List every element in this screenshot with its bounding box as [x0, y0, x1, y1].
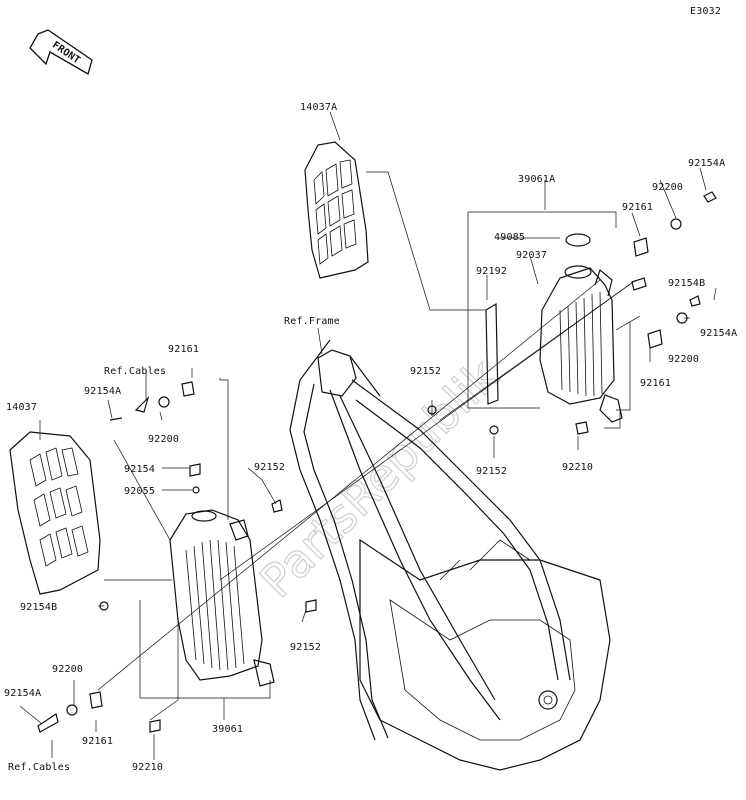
label-92154B-right: 92154B — [668, 278, 705, 289]
label-92152-c2: 92152 — [476, 466, 507, 477]
label-92161-right: 92161 — [640, 378, 671, 389]
left-radiator-39061 — [169, 509, 275, 687]
label-92152-c1: 92152 — [410, 366, 441, 377]
label-14037: 14037 — [6, 402, 37, 413]
label-92200-left: 92200 — [148, 434, 179, 445]
label-49085: 49085 — [494, 232, 525, 243]
label-39061A: 39061A — [518, 174, 555, 185]
part-labels: 14037A 39061A 49085 92037 92192 92200 92… — [4, 102, 737, 773]
label-92154A-bot: 92154A — [4, 688, 41, 699]
label-92154A-top: 92154A — [688, 158, 725, 169]
label-92210-bot: 92210 — [132, 762, 163, 773]
label-ref-frame: Ref.Frame — [284, 316, 340, 327]
leader-lines — [19, 111, 717, 760]
right-hose-92192 — [485, 302, 499, 405]
right-radiator-39061A — [539, 233, 623, 423]
label-ref-cables-bot: Ref.Cables — [8, 762, 70, 773]
label-14037A: 14037A — [300, 102, 337, 113]
label-92200-top: 92200 — [652, 182, 683, 193]
label-92161-left: 92161 — [168, 344, 199, 355]
label-92210-right: 92210 — [562, 462, 593, 473]
label-92192: 92192 — [476, 266, 507, 277]
label-39061: 39061 — [212, 724, 243, 735]
label-92161-top: 92161 — [622, 202, 653, 213]
front-arrow-icon: FRONT — [29, 29, 93, 75]
diagram-code: E3032 — [690, 6, 721, 17]
left-shroud-14037 — [9, 431, 101, 595]
label-92154B-left: 92154B — [20, 602, 57, 613]
label-ref-cables-top: Ref.Cables — [104, 366, 166, 377]
frame-reference — [289, 339, 611, 771]
label-92154A-right: 92154A — [700, 328, 737, 339]
label-92154: 92154 — [124, 464, 155, 475]
right-shroud-14037A — [304, 141, 369, 279]
label-92055: 92055 — [124, 486, 155, 497]
label-92161-bot: 92161 — [82, 736, 113, 747]
label-92154A-left: 92154A — [84, 386, 121, 397]
label-92200-bot: 92200 — [52, 664, 83, 675]
label-92037: 92037 — [516, 250, 547, 261]
hardware-parts — [37, 191, 717, 733]
label-92152-left1: 92152 — [254, 462, 285, 473]
label-92152-left2: 92152 — [290, 642, 321, 653]
label-92200-right: 92200 — [668, 354, 699, 365]
